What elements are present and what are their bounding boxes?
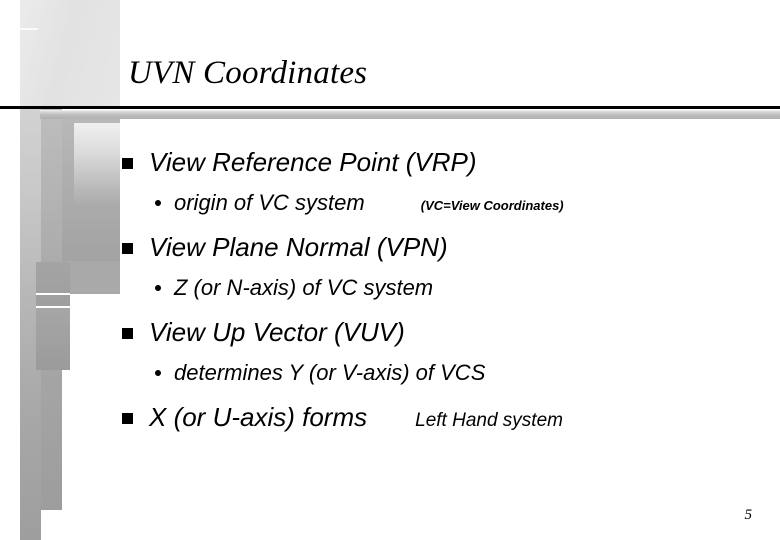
slide-body: View Reference Point (VRP) origin of VC … — [0, 145, 780, 443]
bullet-item-level1: View Plane Normal (VPN) — [0, 230, 780, 273]
bullet-text: View Plane Normal (VPN) — [149, 232, 448, 262]
slide-title: UVN Coordinates — [128, 55, 368, 91]
decoration-inset-gradient — [74, 123, 120, 205]
bullet-item-level2: Z (or N-axis) of VC system — [0, 273, 780, 315]
bullet-text: determines Y (or V-axis) of VCS — [174, 360, 486, 385]
bullet-item-level1: View Reference Point (VRP) — [0, 145, 780, 188]
side-annotation: (VC=View Coordinates) — [420, 198, 564, 213]
decoration-top-hairline — [20, 28, 38, 30]
trailing-annotation: Left Hand system — [415, 410, 563, 431]
dot-bullet-icon — [155, 200, 161, 206]
bullet-text: X (or U-axis) forms — [149, 402, 368, 432]
bullet-item-level2: determines Y (or V-axis) of VCS — [0, 358, 780, 400]
decoration-long-column — [20, 109, 41, 540]
bullet-text: origin of VC system — [174, 190, 365, 215]
square-bullet-icon — [122, 243, 133, 254]
title-accent-bar — [40, 110, 780, 119]
decoration-block-c — [36, 308, 70, 370]
bullet-text: Z (or N-axis) of VC system — [174, 275, 434, 300]
bullet-item-level1: View Up Vector (VUV) — [0, 315, 780, 358]
square-bullet-icon — [122, 158, 133, 169]
page-number: 5 — [744, 507, 753, 523]
dot-bullet-icon — [155, 285, 161, 291]
decoration-notch-upper — [36, 293, 70, 295]
square-bullet-icon — [122, 413, 133, 424]
decoration-top-block — [20, 0, 120, 107]
bullet-item-level2: origin of VC system (VC=View Coordinates… — [0, 188, 780, 230]
bullet-text: View Up Vector (VUV) — [149, 317, 405, 347]
title-divider-rule — [0, 106, 780, 109]
decoration-block-b — [36, 262, 70, 313]
square-bullet-icon — [122, 328, 133, 339]
decoration-notch-lower — [36, 306, 70, 308]
bullet-item-level1: X (or U-axis) forms Left Hand system — [0, 400, 780, 443]
bullet-text: View Reference Point (VRP) — [149, 147, 477, 177]
dot-bullet-icon — [155, 370, 161, 376]
